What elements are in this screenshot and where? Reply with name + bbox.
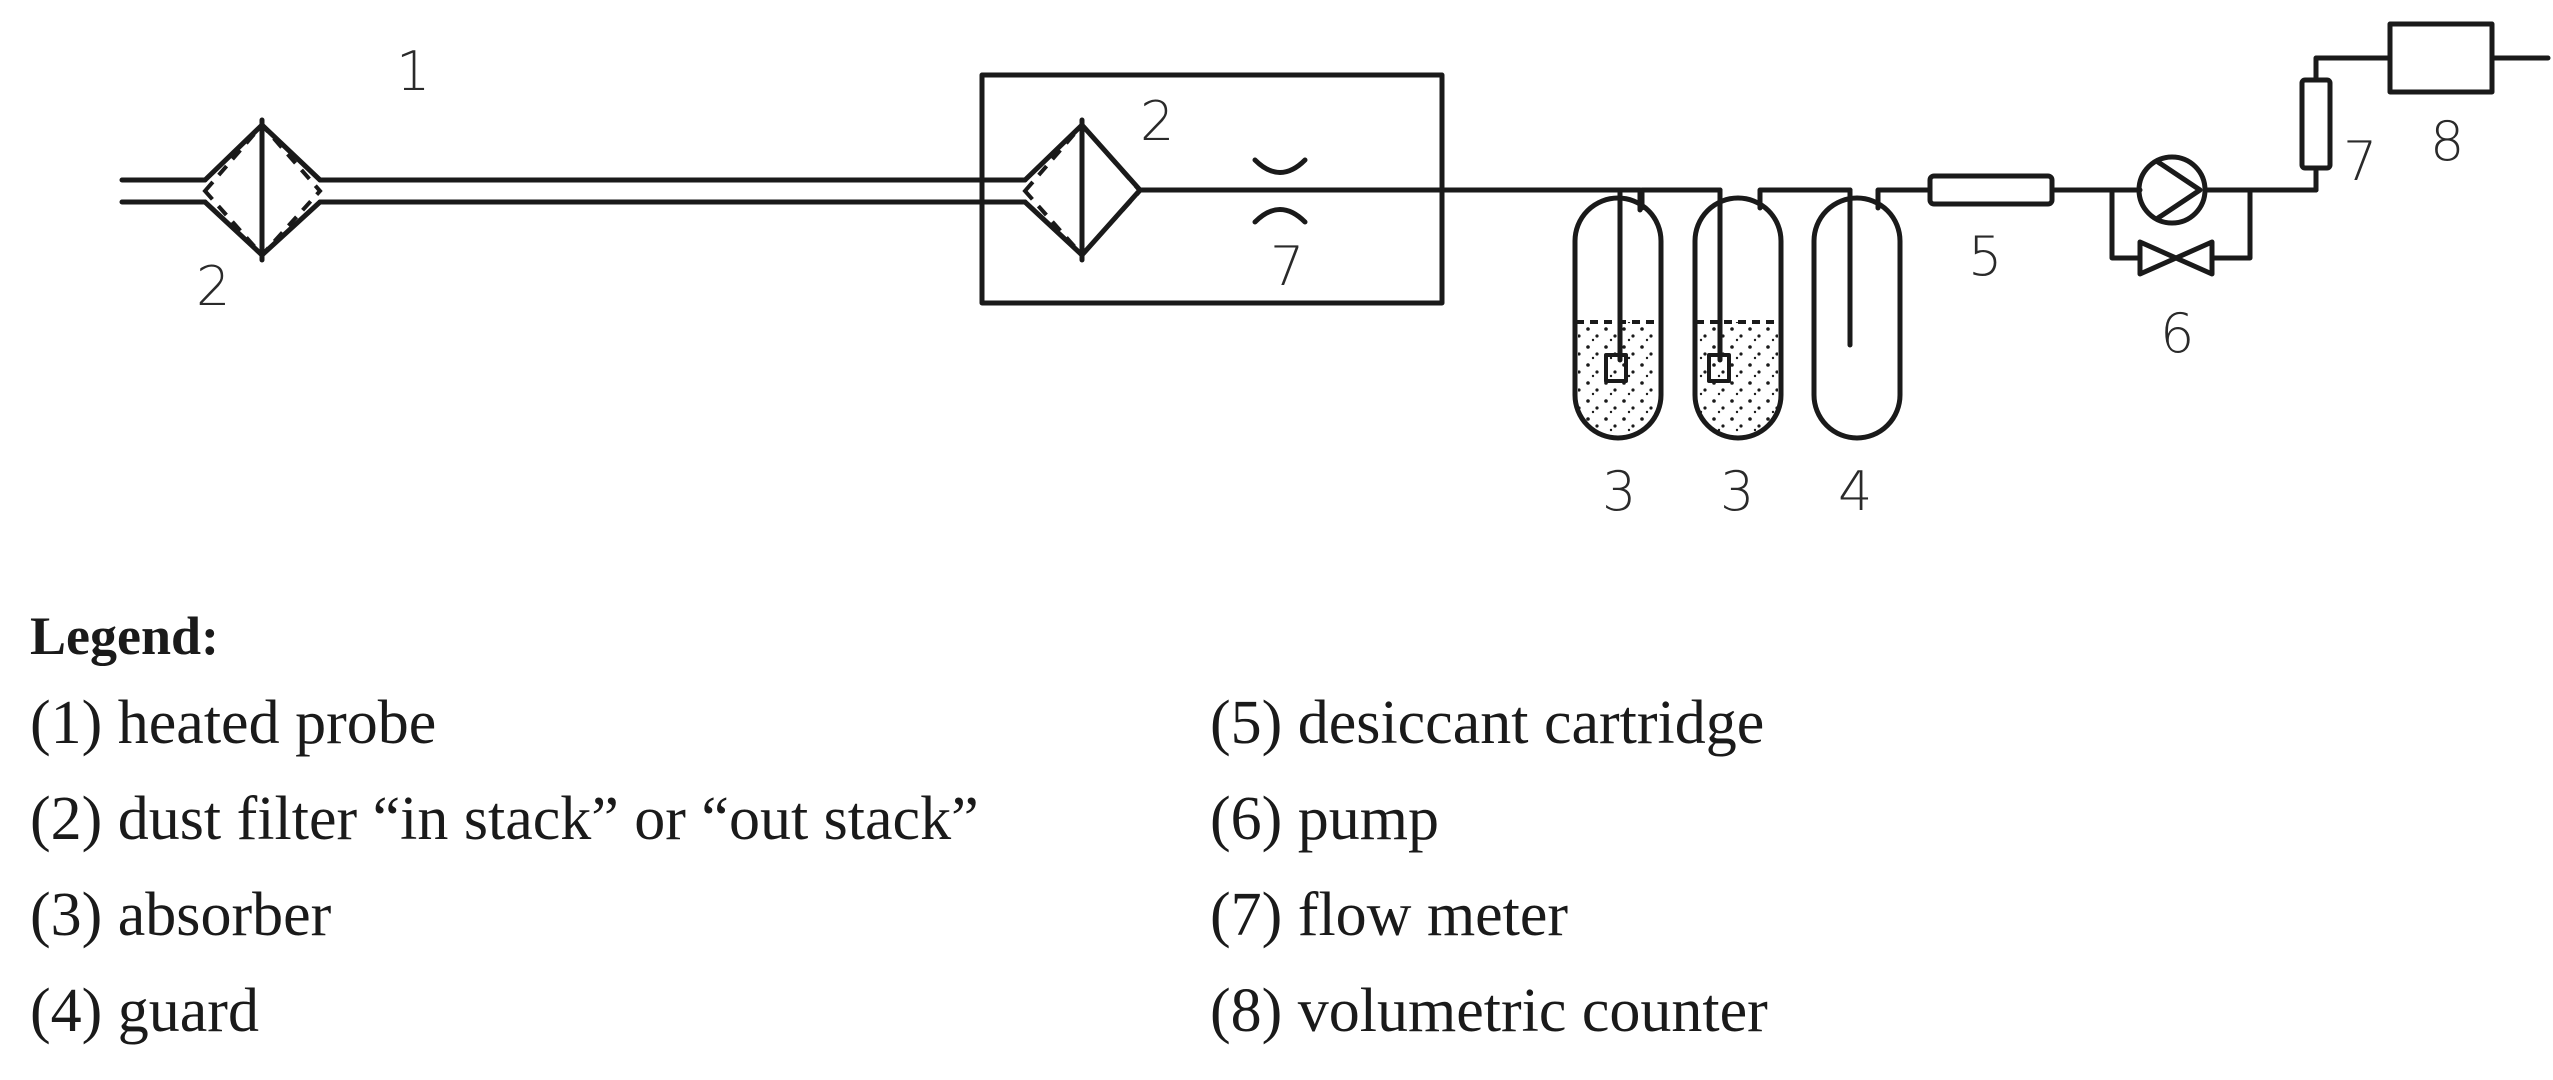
label-filter-out: 2 [1140,90,1174,153]
flow-meter-outlet [2299,55,2393,193]
absorber-2 [1692,187,1853,441]
heated-probe [119,177,1028,205]
label-pump: 6 [2160,302,2194,365]
sampling-train-diagram: 1 2 2 7 3 3 4 5 6 7 8 [119,21,2551,523]
label-absorber-b: 3 [1720,460,1754,523]
absorber-1 [1572,187,1664,441]
legend-item-absorber: (3) absorber [30,881,332,949]
legend-item-flow-meter: (7) flow meter [1210,881,1569,949]
label-probe: 1 [396,40,430,103]
label-flowmeter-out: 7 [2343,130,2377,193]
bypass-valve [2137,239,2215,277]
legend-item-heated-probe: (1) heated probe [30,689,437,757]
guard [1811,187,1933,441]
legend-item-guard: (4) guard [30,977,259,1045]
legend-title: Legend: [30,606,219,666]
legend-item-volumetric-counter: (8) volumetric counter [1210,977,1768,1045]
legend-grid: (1) heated probe (5) desiccant cartridge… [30,690,2510,1044]
label-counter: 8 [2430,110,2464,173]
label-flowmeter-box: 7 [1270,235,1304,298]
label-absorber-a: 3 [1602,460,1636,523]
pump-assembly [2109,154,2319,277]
legend: Legend: (1) heated probe (5) desiccant c… [30,604,2510,1044]
orifice-flow-meter [1252,157,1308,225]
volumetric-counter [2387,21,2551,95]
desiccant-cartridge [1927,173,2115,207]
link-1-2 [1639,187,1723,211]
label-filter-in: 2 [196,255,230,318]
pump [2136,154,2208,226]
label-cartridge: 5 [1968,225,2002,288]
legend-item-pump: (6) pump [1210,785,1440,853]
dust-filter-in-stack [202,117,323,263]
dust-filter-out-stack [1022,117,1143,263]
legend-item-dust-filter: (2) dust filter “in stack” or “out stack… [30,785,979,853]
label-guard: 4 [1838,460,1872,523]
legend-item-desiccant-cartridge: (5) desiccant cartridge [1210,689,1765,757]
